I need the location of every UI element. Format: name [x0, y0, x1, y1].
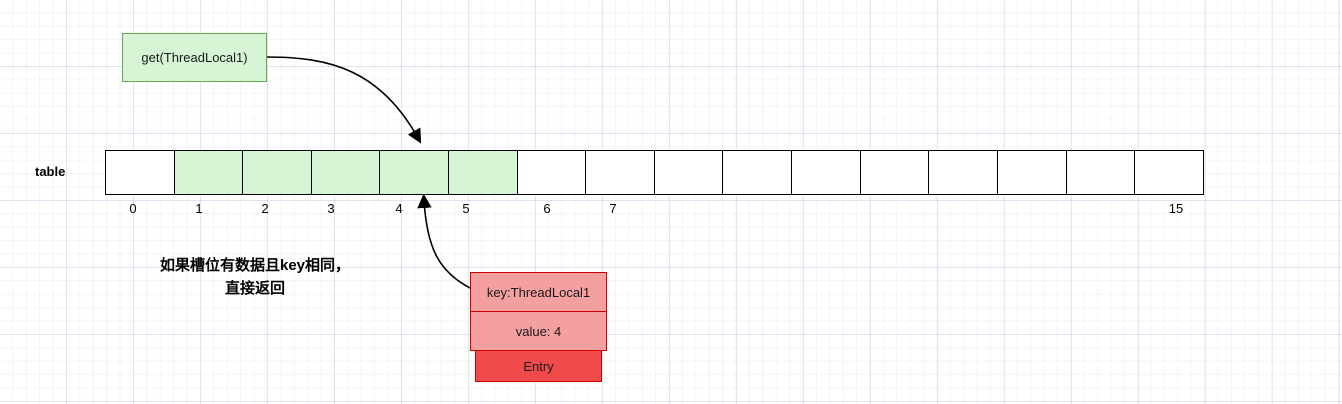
- table-slot[interactable]: [105, 150, 175, 195]
- table-label: table: [35, 160, 95, 182]
- table-slot[interactable]: [516, 150, 587, 195]
- table-slot[interactable]: [996, 150, 1067, 195]
- slot-index-7: 7: [609, 201, 617, 216]
- slot-index-4: 4: [395, 201, 403, 216]
- slot-index-2: 2: [261, 201, 269, 216]
- table-slot[interactable]: [859, 150, 930, 195]
- table-slot[interactable]: [928, 150, 999, 195]
- table-slot[interactable]: [653, 150, 724, 195]
- table-slot[interactable]: [791, 150, 862, 195]
- get-call-box: get(ThreadLocal1): [122, 33, 267, 82]
- table-label-text: table: [35, 163, 66, 179]
- entry-value-box: value: 4: [470, 311, 607, 351]
- slot-index-15: 15: [1168, 201, 1184, 216]
- table-slot[interactable]: [722, 150, 793, 195]
- arrow-entry-to-slot: [417, 193, 471, 289]
- table-slot[interactable]: [310, 150, 381, 195]
- table-slot[interactable]: [448, 150, 519, 195]
- arrow-get-to-slot: [266, 56, 422, 144]
- table-slot[interactable]: [585, 150, 656, 195]
- table-slot[interactable]: [173, 150, 244, 195]
- table-slot[interactable]: [242, 150, 313, 195]
- table-slot[interactable]: [379, 150, 450, 195]
- get-call-label: get(ThreadLocal1): [141, 50, 248, 65]
- entry-key-label: key:ThreadLocal1: [486, 284, 591, 300]
- entry-key-box: key:ThreadLocal1: [470, 272, 607, 312]
- slot-index-5: 5: [462, 201, 470, 216]
- slot-index-1: 1: [195, 201, 203, 216]
- slot-index-0: 0: [129, 201, 137, 216]
- table-slot-row: [105, 150, 1205, 195]
- entry-type-label: Entry: [523, 358, 554, 374]
- entry-value-label: value: 4: [515, 323, 562, 339]
- table-slot[interactable]: [1134, 150, 1205, 195]
- entry-type-box: Entry: [475, 350, 602, 382]
- table-slot[interactable]: [1065, 150, 1136, 195]
- slot-index-6: 6: [543, 201, 551, 216]
- explanation-note: 如果槽位有数据且key相同，直接返回: [159, 257, 351, 297]
- slot-index-3: 3: [327, 201, 335, 216]
